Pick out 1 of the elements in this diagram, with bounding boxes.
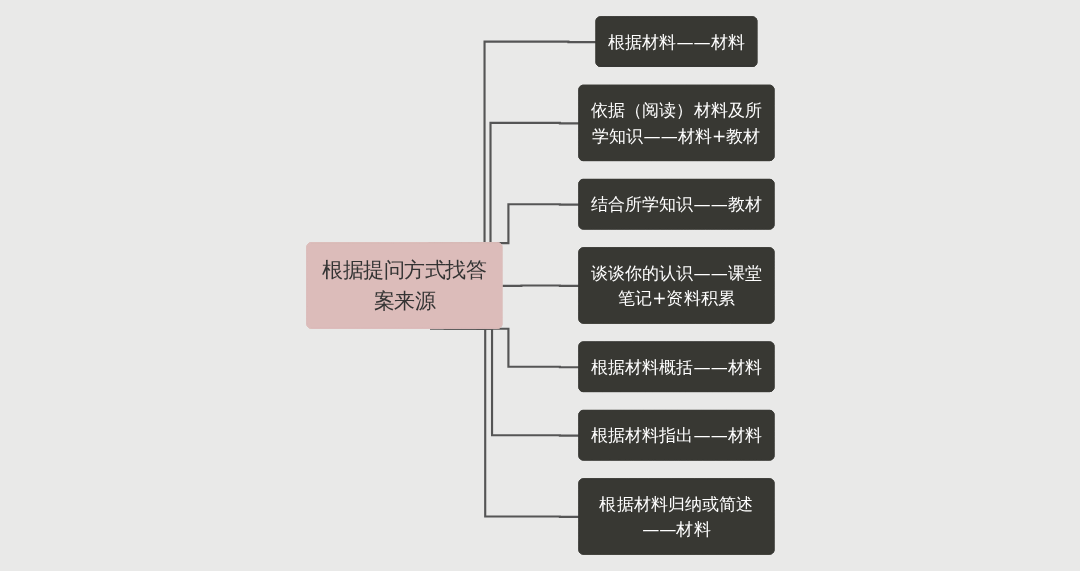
connector (501, 284, 579, 287)
